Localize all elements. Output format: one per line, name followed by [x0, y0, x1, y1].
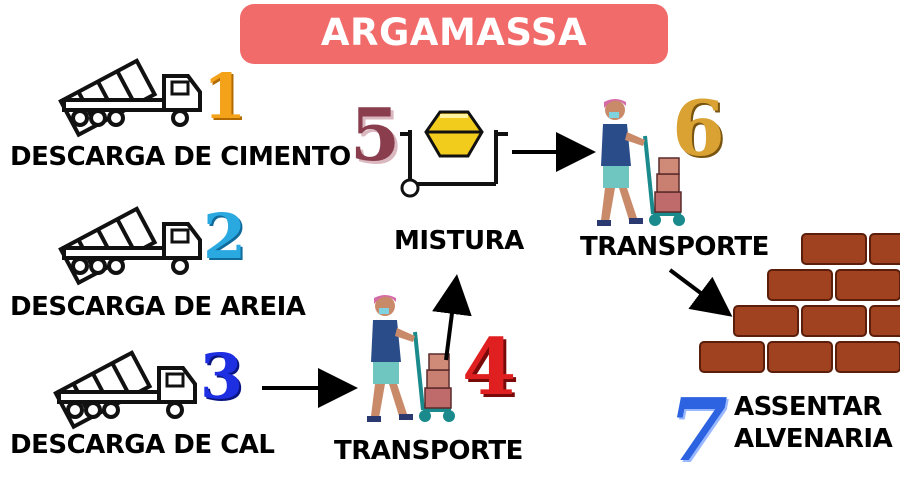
title-banner	[240, 4, 668, 64]
step-7-label-line1: ASSENTAR	[734, 392, 882, 422]
step-1-label: DESCARGA DE CIMENTO	[10, 142, 351, 172]
step-6-label: TRANSPORTE	[580, 232, 769, 262]
page-title: ARGAMASSA TRADICIONAL	[310, 11, 598, 104]
step-2-label: DESCARGA DE AREIA	[10, 292, 306, 322]
step-2-number: 2	[203, 200, 247, 273]
concrete-mixer-icon	[400, 110, 508, 198]
step-6-number: 6	[672, 84, 725, 173]
step-7-label-line2: ALVENARIA	[734, 424, 893, 454]
step-3-label: DESCARGA DE CAL	[10, 430, 275, 460]
brick-wall-icon	[699, 233, 900, 373]
arrow-4-to-5	[432, 274, 472, 361]
step-3-number: 3	[200, 340, 244, 413]
step-5-number: 5	[350, 92, 401, 177]
flow-arrows	[262, 132, 733, 408]
step-4-number: 4	[462, 322, 517, 413]
step-1-number: 1	[203, 60, 247, 133]
step-5-label: MISTURA	[394, 226, 524, 256]
step-4-label: TRANSPORTE	[334, 436, 523, 466]
arrow-6-to-7	[668, 268, 733, 317]
step-7-number: 7	[668, 380, 728, 481]
